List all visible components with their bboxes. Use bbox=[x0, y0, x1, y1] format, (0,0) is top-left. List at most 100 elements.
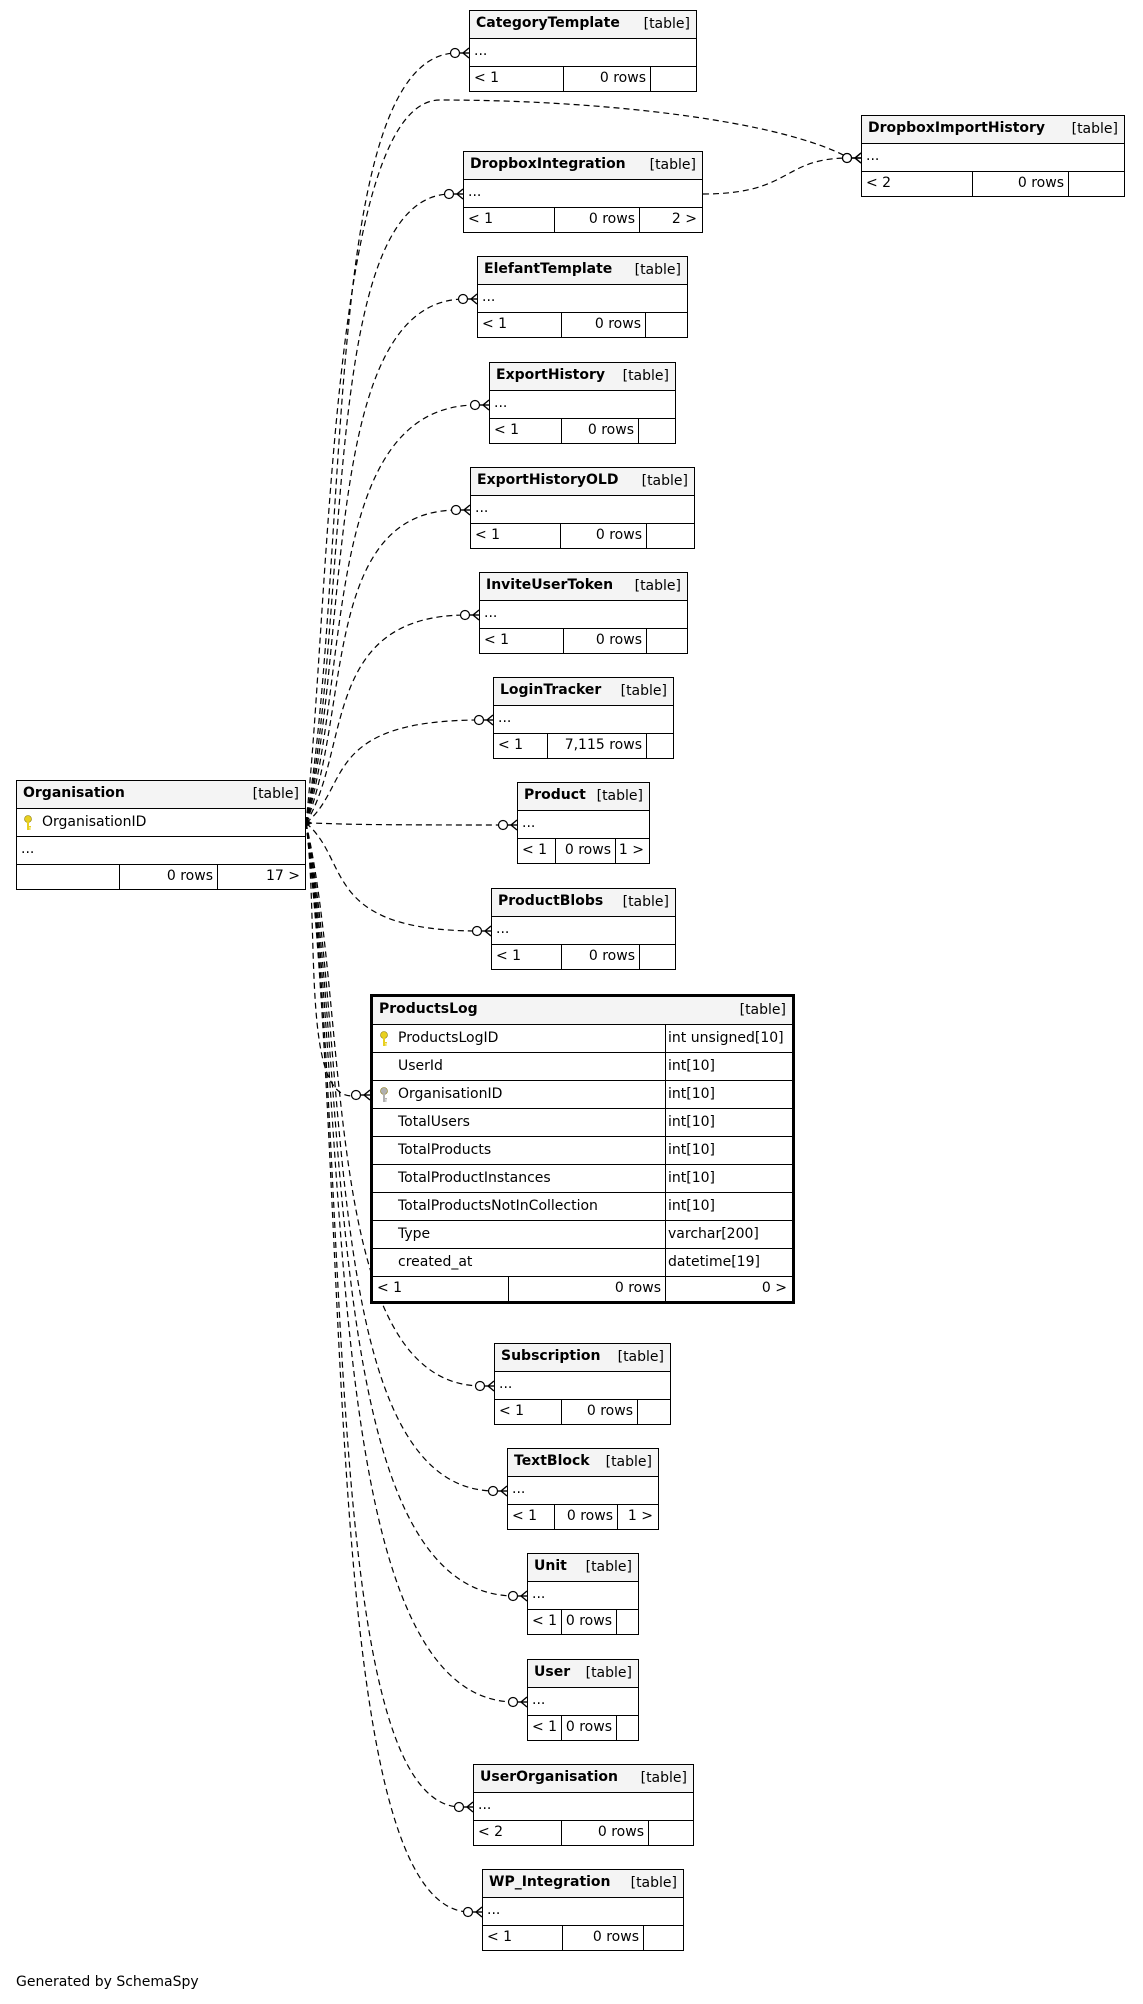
column-name: TotalProductsNotInCollection bbox=[398, 1198, 598, 1214]
parent-count[interactable]: < 1 bbox=[468, 211, 494, 227]
table-name[interactable]: DropboxIntegration bbox=[470, 156, 626, 172]
ellipsis: ... bbox=[522, 815, 536, 831]
table-kind: [table] bbox=[643, 16, 690, 32]
table-name[interactable]: CategoryTemplate bbox=[476, 15, 620, 31]
column-row[interactable]: OrganisationID bbox=[17, 809, 305, 837]
child-count[interactable]: 1 > bbox=[618, 842, 644, 858]
child-count[interactable]: 2 > bbox=[671, 211, 697, 227]
row-count: 0 rows bbox=[564, 842, 611, 858]
footer-divider bbox=[616, 1610, 617, 1634]
relationship-edge-organisation-logintracker bbox=[305, 719, 482, 824]
table-organisation[interactable]: Organisation[table]OrganisationID...0 ro… bbox=[16, 780, 306, 890]
parent-count[interactable]: < 1 bbox=[474, 70, 500, 86]
primary-key-icon bbox=[379, 1031, 389, 1051]
table-name[interactable]: ExportHistory bbox=[496, 367, 606, 383]
table-name[interactable]: Organisation bbox=[23, 785, 125, 801]
parent-count[interactable]: < 2 bbox=[478, 1824, 504, 1840]
footer-divider bbox=[616, 1716, 617, 1740]
column-type: int[10] bbox=[668, 1170, 715, 1186]
table-name[interactable]: DropboxImportHistory bbox=[868, 120, 1046, 136]
parent-count[interactable]: < 1 bbox=[482, 316, 508, 332]
table-footer: < 1 0 rows 1 > bbox=[518, 839, 649, 863]
table-name[interactable]: ProductBlobs bbox=[498, 893, 604, 909]
table-name[interactable]: Unit bbox=[534, 1558, 567, 1574]
relationship-edge-organisation-subscription bbox=[305, 822, 483, 1387]
table-name[interactable]: ExportHistoryOLD bbox=[477, 472, 619, 488]
table-kind: [table] bbox=[585, 1665, 632, 1681]
table-kind: [table] bbox=[252, 786, 299, 802]
footer-divider bbox=[972, 172, 973, 196]
table-name[interactable]: Product bbox=[524, 787, 586, 803]
parent-count[interactable]: < 1 bbox=[494, 422, 520, 438]
table-name[interactable]: ProductsLog bbox=[379, 1001, 478, 1017]
parent-count[interactable]: < 1 bbox=[496, 948, 522, 964]
child-count[interactable]: 0 > bbox=[761, 1280, 787, 1296]
table-name[interactable]: WP_Integration bbox=[489, 1874, 611, 1890]
footer-divider bbox=[560, 524, 561, 548]
footer-divider bbox=[554, 208, 555, 232]
crow-foot-marker bbox=[462, 1906, 483, 1918]
crow-foot-marker bbox=[471, 925, 492, 937]
parent-count[interactable]: < 1 bbox=[532, 1613, 558, 1629]
table-name[interactable]: LoginTracker bbox=[500, 682, 602, 698]
crow-foot-marker bbox=[350, 1089, 371, 1101]
more-columns-row: ... bbox=[492, 917, 675, 945]
parent-count[interactable]: < 1 bbox=[512, 1508, 538, 1524]
more-columns-row: ... bbox=[17, 837, 305, 865]
more-columns-row: ... bbox=[483, 1898, 683, 1926]
table-name[interactable]: UserOrganisation bbox=[480, 1769, 618, 1785]
table-name[interactable]: InviteUserToken bbox=[486, 577, 614, 593]
footer-divider bbox=[561, 945, 562, 969]
child-count[interactable]: 17 > bbox=[266, 868, 300, 884]
parent-count[interactable]: < 1 bbox=[487, 1929, 513, 1945]
row-count: 0 rows bbox=[565, 1719, 612, 1735]
parent-count[interactable]: < 1 bbox=[498, 737, 524, 753]
parent-count[interactable]: < 1 bbox=[499, 1403, 525, 1419]
parent-count[interactable]: < 1 bbox=[522, 842, 548, 858]
parent-count[interactable]: < 1 bbox=[532, 1719, 558, 1735]
table-name[interactable]: ElefantTemplate bbox=[484, 261, 613, 277]
parent-count[interactable]: < 1 bbox=[377, 1280, 403, 1296]
table-name[interactable]: TextBlock bbox=[514, 1453, 590, 1469]
footer-divider bbox=[561, 1821, 562, 1845]
table-name[interactable]: User bbox=[534, 1664, 571, 1680]
parent-count[interactable]: < 1 bbox=[475, 527, 501, 543]
child-count[interactable]: 1 > bbox=[627, 1508, 653, 1524]
parent-count[interactable]: < 1 bbox=[484, 632, 510, 648]
table-name[interactable]: Subscription bbox=[501, 1348, 601, 1364]
parent-count[interactable]: < 2 bbox=[866, 175, 892, 191]
crow-foot-marker bbox=[497, 819, 518, 831]
table-header: User [table] bbox=[528, 1660, 638, 1688]
footer-divider bbox=[561, 1716, 562, 1740]
row-count: 0 rows bbox=[588, 211, 635, 227]
